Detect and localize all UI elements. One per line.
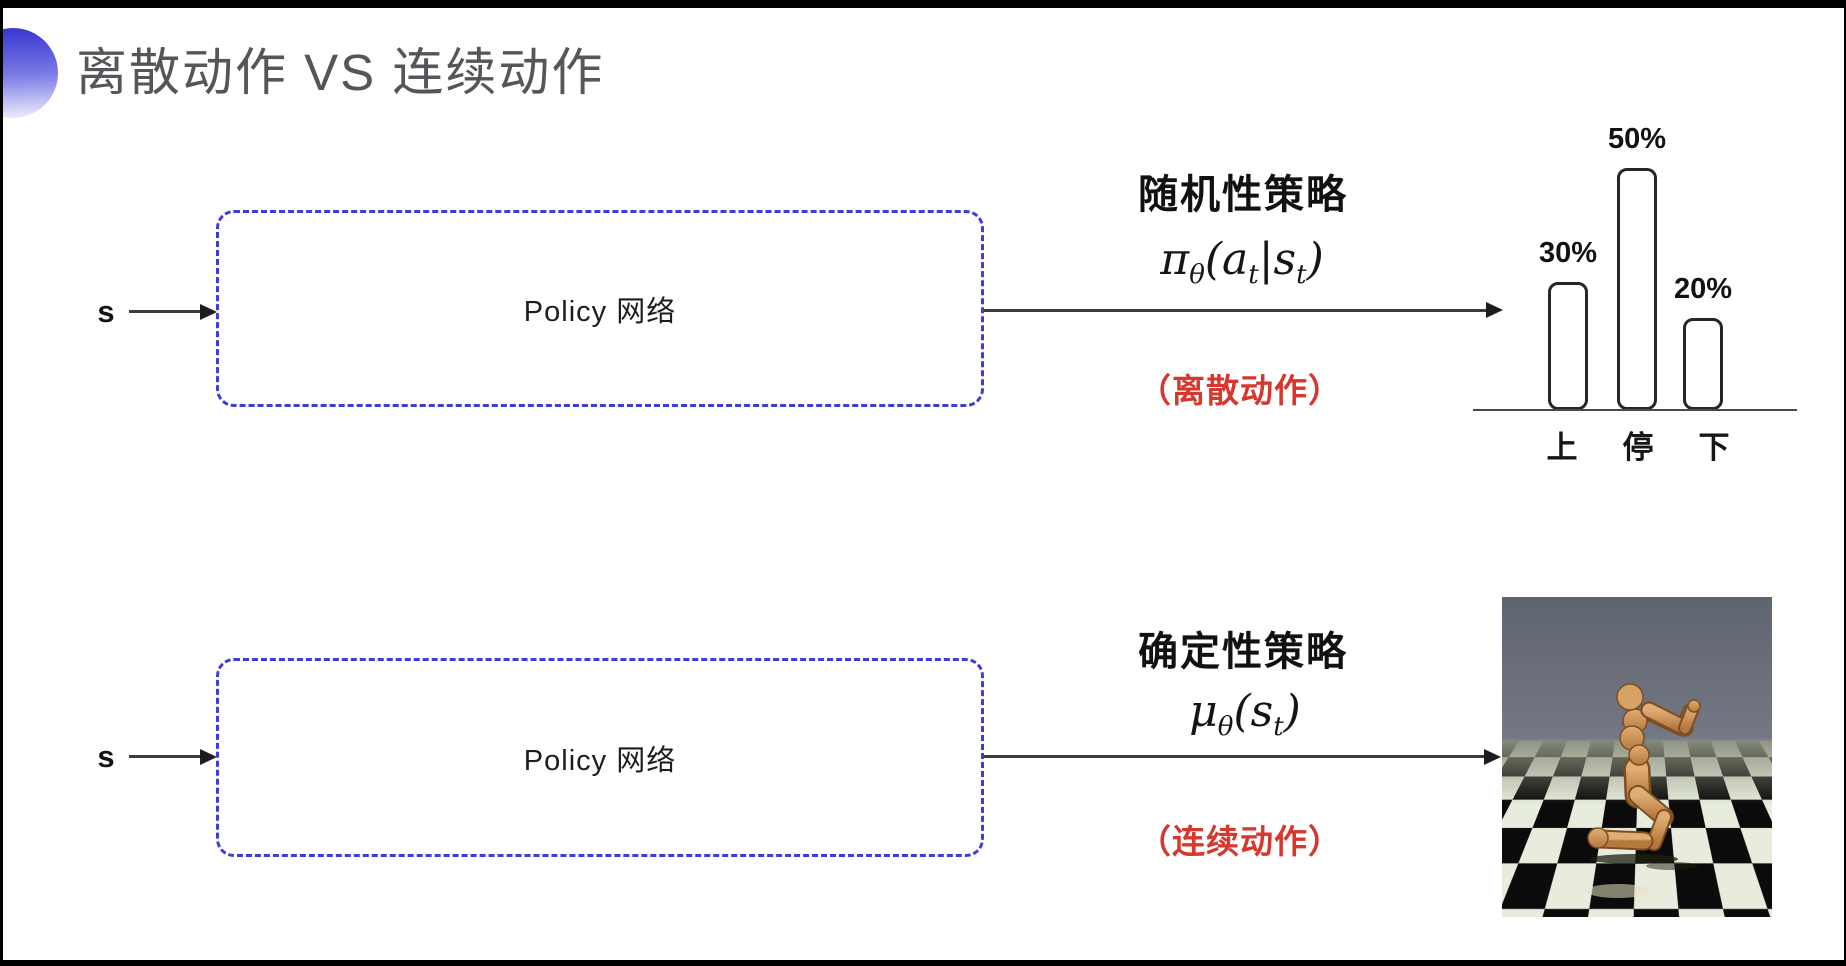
formula-subscript: t (1296, 260, 1307, 290)
input-arrowhead-bottom (200, 749, 217, 765)
formula-subscript: θ (1189, 260, 1205, 290)
policy-network-box-top: Policy 网络 (216, 210, 984, 407)
bar-stop (1617, 168, 1657, 410)
output-arrowhead-top (1486, 302, 1503, 318)
formula-arg: (s (1233, 686, 1274, 737)
input-arrowhead-top (200, 304, 217, 320)
formula-symbol: π (1160, 234, 1190, 285)
mujoco-humanoid-render (1502, 597, 1772, 917)
robot-head (1616, 683, 1644, 711)
frame-edge-bottom (0, 960, 1846, 966)
frame-edge-left (0, 0, 3, 966)
formula-close: ) (1283, 686, 1301, 737)
frame-edge-top (0, 0, 1846, 8)
bar-column-up: 30% (1528, 100, 1608, 410)
bar-down (1683, 318, 1723, 410)
policy-network-label-bottom: Policy 网络 (523, 744, 677, 777)
discrete-action-note: （离散动作） (1138, 372, 1342, 409)
formula-subscript: t (1248, 260, 1259, 290)
chart-baseline (1473, 409, 1797, 411)
output-arrow-line-top (984, 309, 1487, 312)
axis-label-down: 下 (1698, 430, 1730, 465)
stochastic-policy-formula: πθ(at|st) (1042, 234, 1442, 290)
formula-subscript: t (1273, 712, 1284, 742)
output-arrowhead-bottom (1484, 749, 1501, 765)
input-arrow-line-top (129, 310, 202, 313)
state-input-label-top: s (97, 294, 115, 329)
frame-edge-right (1844, 0, 1846, 966)
deterministic-policy-title: 确定性策略 (1138, 630, 1348, 674)
output-arrow-line-bottom (984, 755, 1485, 758)
bar-value-label: 50% (1607, 123, 1667, 155)
bar-value-label: 30% (1538, 237, 1598, 269)
formula-subscript: θ (1217, 712, 1234, 742)
formula-close: ) (1306, 234, 1324, 285)
slide-logo-decoration (0, 28, 58, 118)
humanoid-robot-figure (1586, 683, 1701, 898)
continuous-action-note: （连续动作） (1138, 823, 1342, 860)
formula-symbol: μ (1189, 686, 1218, 737)
axis-label-stop: 停 (1622, 430, 1654, 465)
bar-up (1548, 282, 1588, 410)
formula-arg: (a (1204, 234, 1249, 285)
formula-arg: |s (1258, 234, 1297, 285)
floor-reflection (1586, 884, 1650, 898)
robot-shadow (1590, 854, 1678, 864)
policy-network-label-top: Policy 网络 (523, 295, 677, 328)
slide-title: 离散动作 VS 连续动作 (76, 44, 605, 101)
axis-label-up: 上 (1546, 430, 1578, 465)
action-probability-chart: 30% 50% 20% 上 停 下 (1473, 100, 1797, 465)
input-arrow-line-bottom (129, 755, 202, 758)
bar-column-down: 20% (1663, 100, 1743, 410)
policy-network-box-bottom: Policy 网络 (216, 658, 984, 857)
stochastic-policy-title: 随机性策略 (1138, 173, 1348, 217)
deterministic-policy-formula: μθ(st) (1045, 686, 1445, 742)
bar-column-stop: 50% (1597, 100, 1677, 410)
bar-value-label: 20% (1673, 273, 1733, 305)
state-input-label-bottom: s (97, 739, 115, 774)
